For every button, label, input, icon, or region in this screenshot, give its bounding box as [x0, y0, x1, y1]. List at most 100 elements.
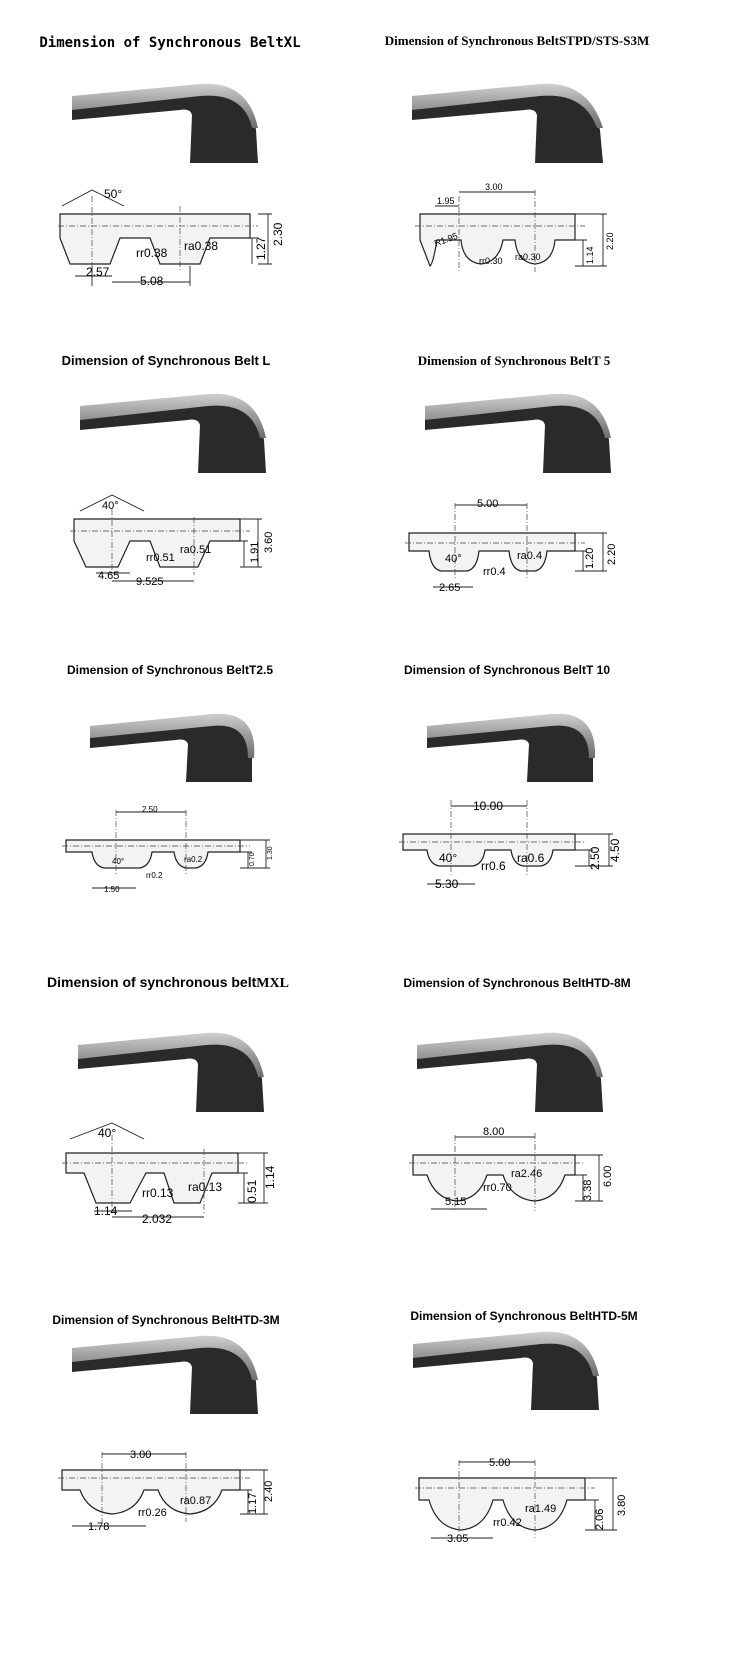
dim-root-radius: rr0.13	[142, 1186, 174, 1200]
tooth-profile	[415, 1460, 617, 1539]
panel-title: Dimension of Synchronous BeltHTD-5M	[410, 1309, 637, 1323]
panel-htd3m: Dimension of Synchronous BeltHTD-3M 3.00…	[0, 1313, 375, 1665]
dim-angle: 40°	[102, 500, 119, 512]
panel-title: Dimension of Synchronous BeltT 10	[404, 663, 610, 677]
dim-tip-radius: ra0.6	[517, 851, 545, 865]
dim-tooth-width: 1.78	[88, 1521, 109, 1533]
tooth-profile	[58, 1452, 268, 1527]
dim-tooth-width: 1.50	[104, 885, 120, 894]
dim-angle: 40°	[439, 851, 457, 865]
dim-tip-radius: ra2.46	[511, 1168, 542, 1180]
dim-root-radius: rr0.51	[146, 552, 175, 564]
panel-t5: Dimension of Synchronous BeltT 5 5.00 40…	[375, 333, 750, 666]
dim-tooth-height: 1.17	[247, 1493, 259, 1514]
belt-illustration	[78, 1032, 264, 1112]
dim-pitch: 8.00	[483, 1126, 504, 1138]
panel-title: Dimension of Synchronous BeltHTD-3M	[52, 1313, 279, 1327]
panel-l: Dimension of Synchronous Belt L 40° rr0.…	[0, 333, 375, 666]
dim-tooth-width: 4.65	[98, 570, 119, 582]
dim-root-radius: rr0.70	[483, 1182, 512, 1194]
dim-tip-radius: ra0.87	[180, 1495, 211, 1507]
belt-illustration	[72, 83, 258, 163]
dim-tooth-height: 0.70	[249, 852, 256, 866]
panel-mxl: Dimension of synchronous beltMXL 40° rr0…	[0, 974, 375, 1332]
dim-total-height: 1.30	[267, 846, 274, 860]
belt-illustration	[72, 1335, 258, 1414]
dim-tooth-width: 5.15	[445, 1196, 466, 1208]
panel-title: Dimension of Synchronous BeltT2.5	[67, 663, 273, 677]
dim-pitch: 5.08	[140, 274, 164, 288]
dim-tip-radius: ra0.4	[517, 550, 542, 562]
belt-illustration	[417, 1032, 603, 1112]
dim-total-height: 4.50	[608, 838, 622, 862]
dim-root-radius: rr0.30	[479, 256, 503, 266]
dim-tooth-height: 1.91	[249, 542, 261, 563]
tooth-profile	[62, 1122, 268, 1218]
dim-tip-radius: ra0.2	[184, 855, 203, 864]
dim-angle: 40°	[112, 857, 124, 866]
panel-xl: Dimension of Synchronous BeltXL 50° rr0.…	[0, 0, 375, 333]
tooth-profile	[409, 1133, 603, 1211]
belt-illustration	[90, 713, 255, 782]
panel-title: Dimension of synchronous beltMXL	[47, 974, 289, 991]
tooth-profile	[58, 189, 272, 286]
dim-tooth-height: 2.06	[594, 1509, 606, 1530]
dim-total-height: 2.20	[606, 544, 618, 565]
dim-tip-radius: ra0.51	[180, 544, 211, 556]
dim-pitch: 9.525	[136, 576, 164, 588]
dim-total-height: 6.00	[602, 1166, 614, 1187]
dim-total-height: 2.30	[271, 222, 285, 246]
dim-tooth-height: 2.50	[588, 846, 602, 870]
dim-root-radius: rr0.4	[483, 566, 506, 578]
panel-htd8m: Dimension of Synchronous BeltHTD-8M 8.00…	[375, 976, 750, 1332]
belt-illustration	[427, 713, 596, 782]
dim-pitch: 2.50	[142, 805, 158, 814]
dim-tooth-width: 5.30	[435, 877, 459, 891]
panel-title: Dimension of Synchronous BeltSTPD/STS-S3…	[385, 33, 650, 48]
dim-pitch: 10.00	[473, 799, 503, 813]
panel-s3m: Dimension of Synchronous BeltSTPD/STS-S3…	[375, 0, 750, 333]
dim-total-height: 3.60	[263, 532, 275, 553]
belt-illustration	[413, 1331, 599, 1410]
dim-pitch: 3.00	[130, 1449, 151, 1461]
panel-title: Dimension of Synchronous BeltT 5	[418, 353, 611, 368]
dim-root-radius: rr0.38	[136, 246, 168, 260]
belt-illustration	[80, 393, 266, 473]
dim-total-height: 1.14	[263, 1165, 277, 1189]
tooth-profile	[70, 494, 262, 582]
dim-tooth-width: 3.05	[447, 1533, 468, 1545]
dim-tooth-width: 1.14	[94, 1204, 118, 1218]
dim-pitch: 3.00	[485, 182, 503, 192]
dim-angle: 40°	[98, 1126, 116, 1140]
tooth-profile	[62, 810, 270, 889]
dim-root-radius: rr0.2	[146, 871, 163, 880]
dim-tooth-height: 1.20	[584, 548, 596, 569]
dim-tooth-width: 2.65	[439, 582, 460, 594]
panel-t25: Dimension of Synchronous BeltT2.5 2.50 4…	[0, 663, 375, 999]
tooth-profile	[405, 503, 607, 588]
dim-tooth-width: 2.57	[86, 265, 110, 279]
dim-total-height: 3.80	[616, 1495, 628, 1516]
dim-tip-radius: ra0.13	[188, 1180, 222, 1194]
dim-root-radius: rr0.42	[493, 1517, 522, 1529]
belt-illustration	[425, 393, 611, 473]
dim-angle: 40°	[445, 553, 462, 565]
panel-htd5m: Dimension of Synchronous BeltHTD-5M 5.00…	[375, 1309, 750, 1665]
dim-pitch: 5.00	[477, 498, 498, 510]
dim-pitch: 2.032	[142, 1212, 172, 1226]
panel-t10: Dimension of Synchronous BeltT 10 10.00 …	[375, 663, 750, 999]
tooth-profile	[415, 190, 607, 272]
belt-illustration	[412, 83, 603, 163]
dim-half-pitch: 1.95	[437, 196, 455, 206]
dim-angle: 50°	[104, 187, 122, 201]
dim-tooth-height: 3.38	[582, 1180, 594, 1201]
panel-title: Dimension of Synchronous Belt L	[62, 353, 271, 368]
dim-tip-radius: ra0.38	[184, 239, 218, 253]
dim-total-height: 2.20	[605, 232, 615, 250]
dim-root-radius: rr0.6	[481, 859, 506, 873]
dim-tip-radius: ra0.30	[515, 252, 541, 262]
tooth-profile	[399, 800, 613, 885]
dim-root-radius: rr0.26	[138, 1507, 167, 1519]
dim-tooth-height: 1.14	[585, 246, 595, 264]
panel-title: Dimension of Synchronous BeltHTD-8M	[403, 976, 630, 990]
